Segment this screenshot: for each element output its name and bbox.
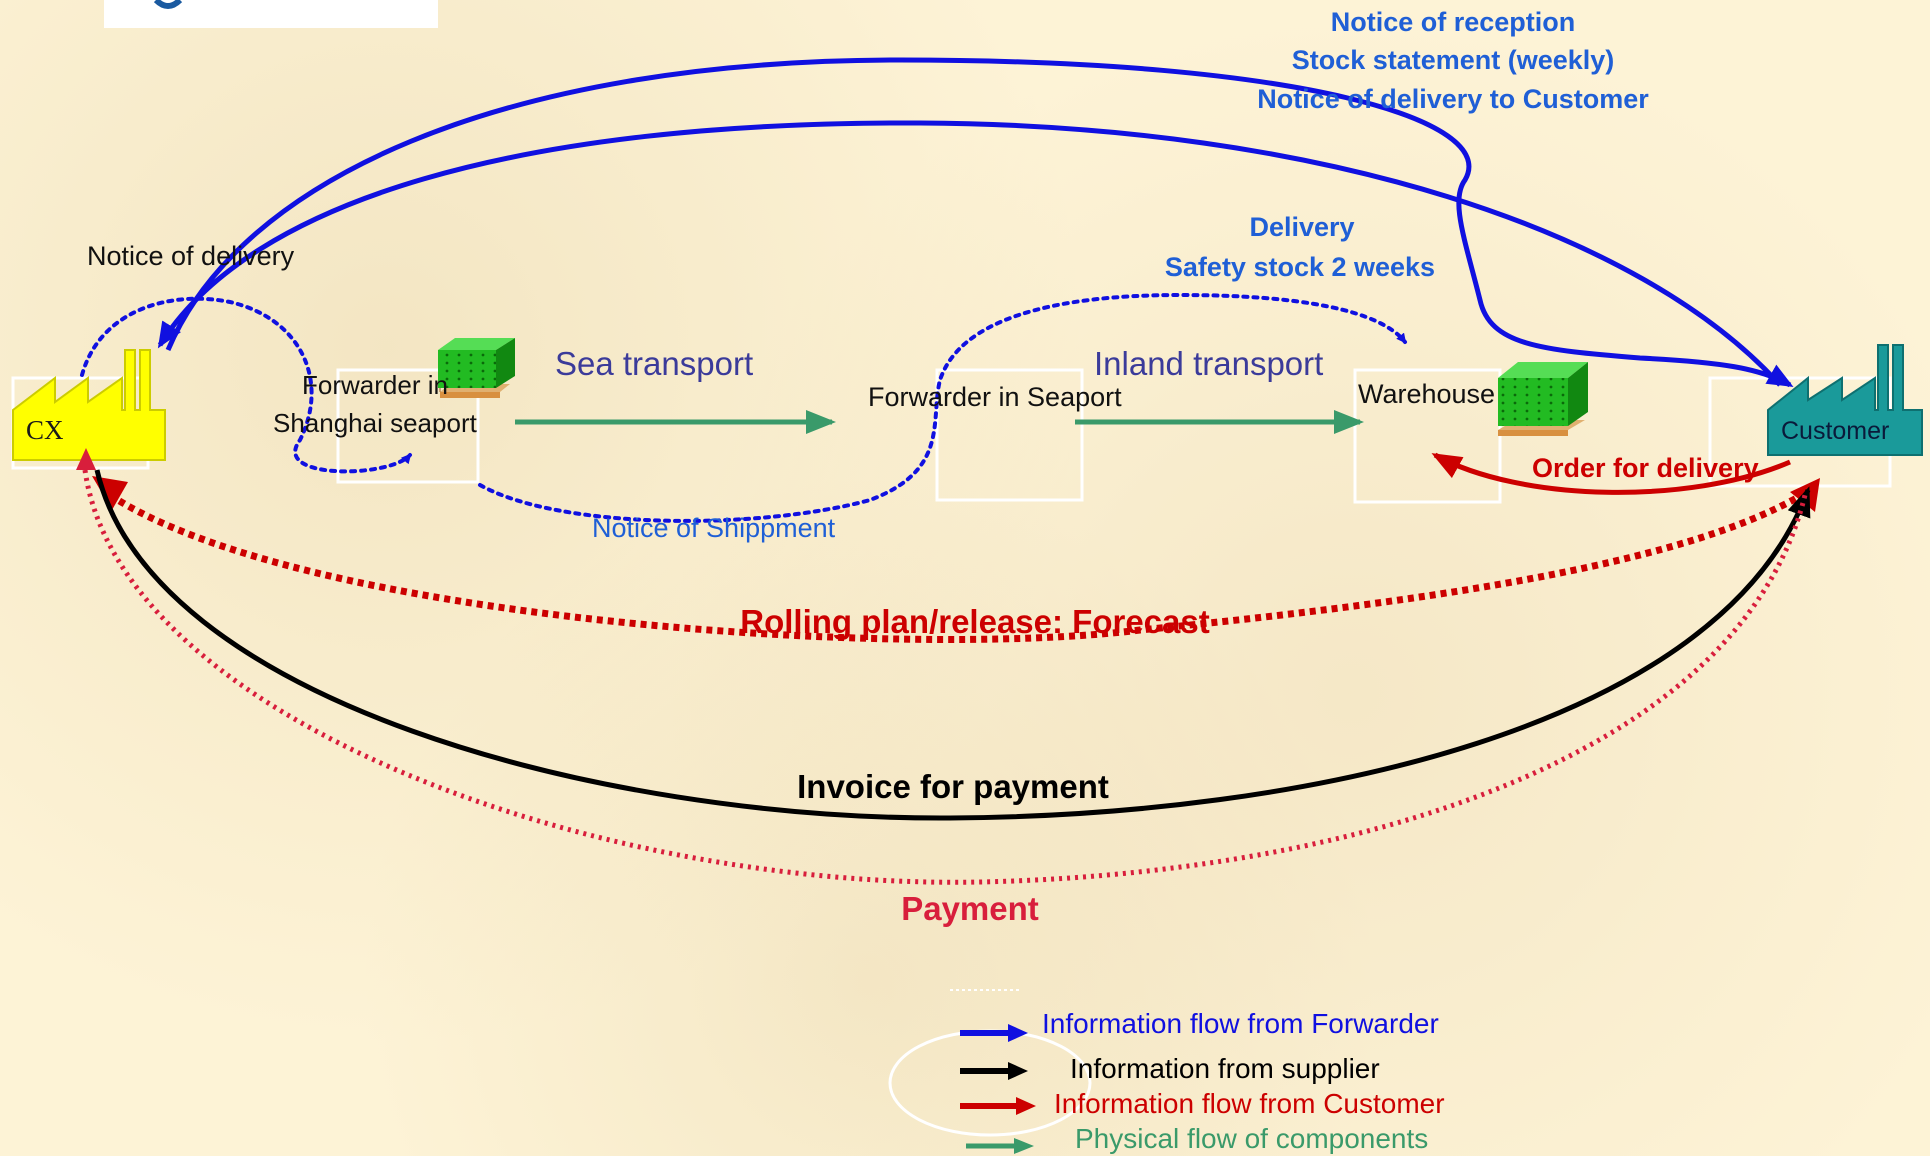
logo-box xyxy=(104,0,438,28)
forwarder-seaport-box xyxy=(935,368,1084,502)
order-for-delivery-label: Order for delivery xyxy=(1532,453,1759,483)
order-for-delivery-arrow xyxy=(1431,452,1791,495)
cx-factory-icon xyxy=(12,349,166,461)
notice-of-shipment-dotted-arrow xyxy=(478,292,1407,523)
notice-of-reception-label: Notice of reception xyxy=(1331,7,1576,37)
legend-label-physical: Physical flow of components xyxy=(1075,1123,1428,1154)
forwarder-info-arrow-to-cx xyxy=(157,120,1782,387)
customer-label: Customer xyxy=(1781,417,1889,445)
rolling-plan-label: Rolling plan/release: Forecast xyxy=(740,603,1209,640)
invoice-label: Invoice for payment xyxy=(797,768,1109,805)
legend-arrow-customer xyxy=(960,1097,1036,1115)
payment-arrowhead-cx xyxy=(76,448,96,470)
legend-ellipse xyxy=(888,1029,1092,1137)
forwarder-info-label-group: Notice of reception Stock statement (wee… xyxy=(1257,7,1649,114)
legend-label-supplier: Information from supplier xyxy=(1070,1053,1380,1084)
legend-arrow-physical xyxy=(966,1138,1034,1154)
legend-label-forwarder: Information flow from Forwarder xyxy=(1042,1008,1439,1039)
invoice-arrow xyxy=(94,469,1811,821)
warehouse-label: Warehouse xyxy=(1358,379,1495,409)
forwarder-info-arrow-to-customer xyxy=(165,57,1794,388)
forwarder-shanghai-box xyxy=(336,368,480,484)
logo-icon xyxy=(153,0,183,9)
stock-statement-label: Stock statement (weekly) xyxy=(1292,45,1615,75)
forwarder-seaport-label: Forwarder in Seaport xyxy=(868,382,1122,412)
legend-arrow-supplier xyxy=(960,1062,1028,1080)
notice-delivery-customer-label: Notice of delivery to Customer xyxy=(1257,84,1649,114)
sea-transport-label: Sea transport xyxy=(555,345,753,382)
pallet-icon-shanghai xyxy=(438,338,515,398)
legend-arrow-forwarder xyxy=(960,1024,1028,1042)
delivery-label: Delivery xyxy=(1249,212,1354,242)
pallet-icon-warehouse xyxy=(1498,362,1588,436)
payment-label: Payment xyxy=(901,890,1039,927)
legend-label-customer: Information flow from Customer xyxy=(1054,1088,1445,1119)
payment-arrow xyxy=(82,469,1808,885)
customer-factory-icon xyxy=(1767,344,1923,456)
cx-label: CX xyxy=(26,415,64,445)
notice-of-shipment-label: Notice of Shippment xyxy=(592,513,836,543)
safety-stock-label: Safety stock 2 weeks xyxy=(1165,252,1435,282)
forwarder-shanghai-label-line1: Forwarder in xyxy=(302,370,448,400)
notice-of-delivery-dotted-arrow xyxy=(80,296,412,474)
forwarder-shanghai-label-line2: Shanghai seaport xyxy=(273,408,478,438)
rolling-plan-arrow xyxy=(108,487,1812,643)
inland-transport-label: Inland transport xyxy=(1094,345,1323,382)
notice-of-delivery-label: Notice of delivery xyxy=(87,241,295,271)
